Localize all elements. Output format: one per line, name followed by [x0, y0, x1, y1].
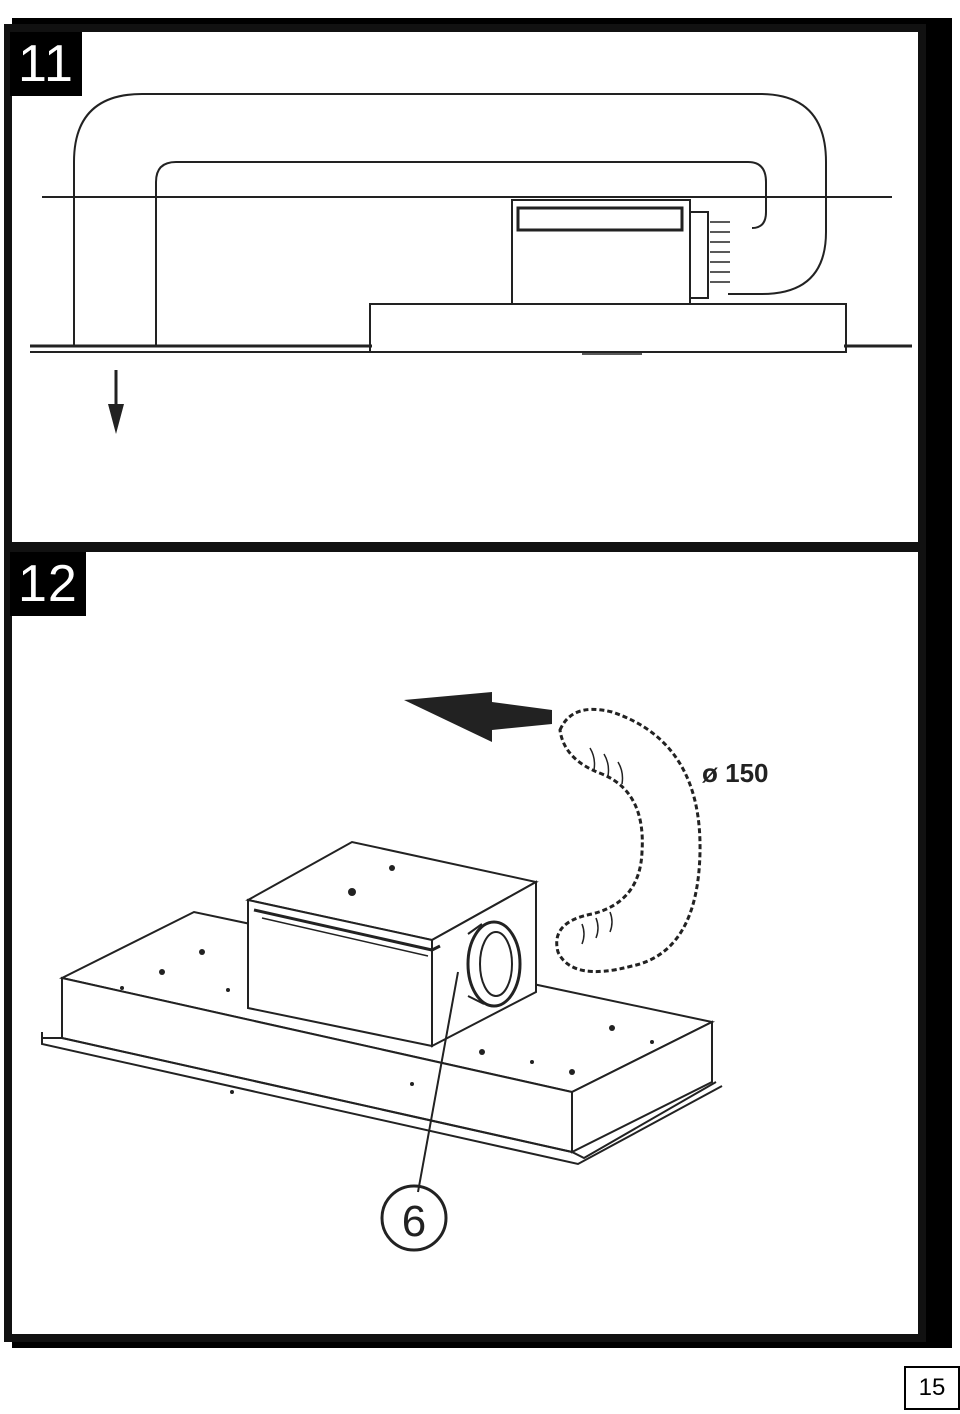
panel-divider [4, 542, 926, 552]
hood-flange-edge [41, 1032, 723, 1166]
duct-outer-outline [73, 93, 827, 346]
motor-box-side [431, 880, 537, 1048]
diameter-label: ø 150 [702, 758, 769, 788]
outlet-ring-inner [479, 931, 513, 997]
duct-inner-outline [155, 161, 767, 346]
hood-surface-dots [120, 865, 654, 1094]
hood-flange-lip [42, 1037, 717, 1160]
hood-base-plate [369, 303, 847, 353]
step-number-badge: 12 [10, 552, 86, 616]
hood-base-side [571, 1020, 713, 1154]
outlet-ring-outer [466, 920, 522, 1008]
step-number-badge: 11 [10, 32, 82, 96]
direction-arrow-icon [404, 692, 552, 742]
flexible-duct-hose [555, 707, 702, 973]
callout-number: 6 [402, 1197, 426, 1246]
step-12-illustration: ø 150 6 [41, 692, 769, 1252]
motor-box-lid-strip [253, 908, 441, 952]
hose-ribs [581, 747, 624, 945]
motor-box-lid [516, 206, 684, 232]
outlet-flange [689, 211, 709, 299]
motor-box [511, 199, 691, 305]
step-11-illustration [30, 93, 912, 434]
page-number: 15 [904, 1366, 960, 1410]
callout-leader-line [417, 971, 459, 1193]
callout-circle [380, 1184, 448, 1252]
down-arrow-icon [108, 370, 124, 434]
